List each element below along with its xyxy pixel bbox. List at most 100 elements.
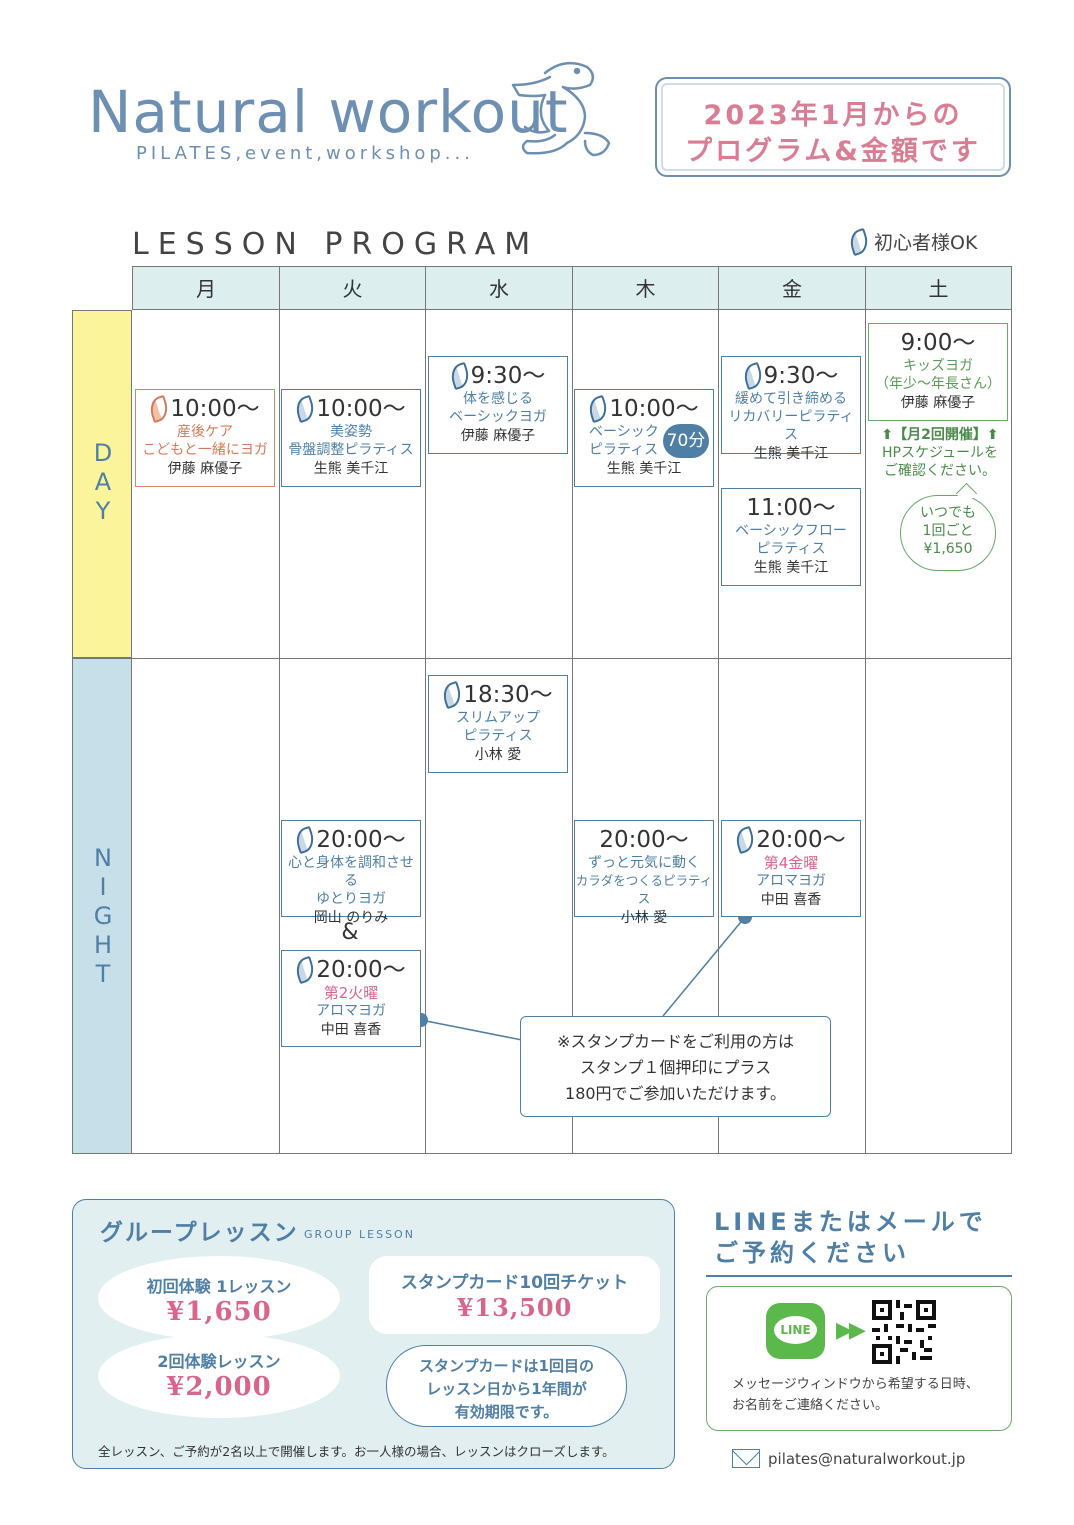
lesson-title: ずっと元気に動く <box>588 855 700 871</box>
stamp-note-line: 180円でご参加いただけます。 <box>565 1084 786 1103</box>
lesson-teacher: 小林 愛 <box>620 910 668 926</box>
validity-line: スタンプカードは1回目の <box>419 1357 594 1375</box>
reservation-instruction-line: メッセージウィンドウから希望する日時、 <box>732 1377 979 1392</box>
stamp-card-note: ※スタンプカードをご利用の方は スタンプ１個押印にプラス 180円でご参加いただ… <box>520 1016 831 1117</box>
day-header-fri: 金 <box>718 266 865 310</box>
leaf-icon <box>733 825 758 855</box>
lesson-teacher: 岡山 のりみ <box>313 910 389 926</box>
lesson-card-thu-day: 10:00〜 ベーシック ピラティス 生熊 美千江 70分 <box>574 389 714 487</box>
lesson-program-title: LESSON PROGRAM <box>132 227 540 262</box>
lesson-time: 9:30〜 <box>470 363 546 389</box>
envelope-icon <box>732 1449 760 1468</box>
lesson-time: 11:00〜 <box>746 495 836 521</box>
leaf-icon <box>293 825 318 855</box>
lesson-time: 20:00〜 <box>316 827 406 853</box>
lesson-teacher: 生熊 美千江 <box>753 446 829 462</box>
day-letter: D <box>93 439 113 467</box>
lesson-teacher: 中田 喜香 <box>320 1022 382 1038</box>
notice-line-1: 2023年1月からの <box>703 100 963 131</box>
line-icon-label: LINE <box>774 1316 817 1344</box>
email-address[interactable]: pilates@naturalworkout.jp <box>768 1449 966 1468</box>
lesson-card-wed-day: 9:30〜 体を感じる ベーシックヨガ 伊藤 麻優子 <box>428 356 568 454</box>
lesson-card-thu-night: 20:00〜 ずっと元気に動く カラダをつくるピラティス 小林 愛 <box>574 820 714 926</box>
lesson-title: ベーシックヨガ <box>449 409 547 425</box>
lesson-teacher: 小林 愛 <box>474 747 522 763</box>
lesson-title: アロマヨガ <box>756 873 826 889</box>
lesson-card-tue-day: 10:00〜 美姿勢 骨盤調整ピラティス 生熊 美千江 <box>281 389 421 487</box>
lesson-teacher: 中田 喜香 <box>760 892 822 908</box>
saturday-note-line: ご確認ください。 <box>884 463 996 479</box>
leaf-icon <box>586 394 611 424</box>
duration-badge: 70分 <box>663 424 709 458</box>
stamp-note-line: ※スタンプカードをご利用の方は <box>557 1032 794 1051</box>
leaf-icon <box>147 394 172 424</box>
grid-divider <box>132 658 1012 659</box>
reservation-title-line: LINEまたはメールで <box>714 1208 987 1236</box>
lesson-title: 緩めて引き締める <box>735 391 847 407</box>
lesson-teacher: 生熊 美千江 <box>753 560 829 576</box>
leaf-icon <box>293 394 318 424</box>
lesson-time: 18:30〜 <box>463 682 553 708</box>
ampersand: & <box>341 920 359 945</box>
grid-divider <box>72 1153 1012 1154</box>
validity-line: レッスン日から1年間が <box>426 1380 587 1398</box>
day-bar: D A Y <box>72 310 132 658</box>
grid-divider <box>572 310 573 1154</box>
price-label: 初回体験 1レッスン <box>146 1277 292 1296</box>
line-app-icon[interactable]: LINE <box>766 1303 825 1359</box>
lesson-title: 産後ケア <box>177 424 233 440</box>
night-letter: N <box>94 844 112 872</box>
lesson-title: こどもと一緒にヨガ <box>142 442 268 458</box>
lesson-time: 20:00〜 <box>599 827 689 853</box>
lesson-time: 20:00〜 <box>756 827 846 853</box>
reservation-title: LINEまたはメールで ご予約ください <box>714 1207 987 1269</box>
qr-code-icon[interactable] <box>872 1300 936 1364</box>
lesson-title: 体を感じる <box>463 391 533 407</box>
lesson-title: ピラティス <box>589 442 659 458</box>
lesson-time: 20:00〜 <box>316 957 406 983</box>
leaf-icon <box>740 361 765 391</box>
lesson-title: カラダをつくるピラティス <box>575 873 713 906</box>
reservation-title-line: ご予約ください <box>714 1239 910 1267</box>
lesson-title: キッズヨガ <box>903 358 973 374</box>
grid-divider <box>718 310 719 1154</box>
lesson-title: リカバリーピラティス <box>728 409 854 443</box>
connector-line <box>662 916 746 1017</box>
group-lesson-title: グループレッスン <box>100 1220 299 1246</box>
lesson-title: ゆとりヨガ <box>316 891 386 907</box>
validity-line: 有効期限です。 <box>454 1403 559 1421</box>
price-value: ¥1,650 <box>166 1297 272 1327</box>
price-label: スタンプカード10回チケット <box>400 1273 629 1293</box>
beginner-label: 初心者様OK <box>874 232 978 254</box>
lesson-teacher: 生熊 美千江 <box>606 461 682 477</box>
day-letter: A <box>94 468 112 496</box>
leaf-icon <box>447 361 472 391</box>
program-notice: 2023年1月からの プログラム&金額です <box>655 77 1011 177</box>
day-header-wed: 水 <box>425 266 572 310</box>
night-letter: G <box>93 902 113 930</box>
night-letter: H <box>93 931 113 959</box>
lesson-title: 骨盤調整ピラティス <box>288 442 414 458</box>
day-header-thu: 木 <box>572 266 718 310</box>
brand-tagline: PILATES,event,workshop... <box>136 143 474 164</box>
lesson-title: スリムアップ <box>456 710 540 726</box>
grid-divider <box>1011 310 1012 1154</box>
day-letter: Y <box>95 497 111 525</box>
saturday-price-bubble: いつでも 1回ごと ¥1,650 <box>900 495 996 571</box>
night-letter: T <box>95 960 111 988</box>
lesson-card-wed-night: 18:30〜 スリムアップ ピラティス 小林 愛 <box>428 675 568 773</box>
leaf-icon <box>440 680 465 710</box>
stamp-card-validity-note: スタンプカードは1回目の レッスン日から1年間が 有効期限です。 <box>386 1345 627 1427</box>
lesson-title: ピラティス <box>463 728 533 744</box>
stamp-card-price-card: スタンプカード10回チケット ¥13,500 <box>369 1256 660 1334</box>
lesson-card-fri-day-2: 11:00〜 ベーシックフロー ピラティス 生熊 美千江 <box>721 488 861 586</box>
email-contact[interactable]: pilates@naturalworkout.jp <box>732 1449 965 1468</box>
lesson-card-tue-night-2: 20:00〜 第2火曜 アロマヨガ 中田 喜香 <box>281 950 421 1047</box>
reservation-instructions: メッセージウィンドウから希望する日時、 お名前をご連絡ください。 <box>732 1374 1002 1416</box>
saturday-note: ⬆【月2回開催】⬆ HPスケジュールを ご確認ください。 <box>872 426 1008 480</box>
divider <box>706 1275 1012 1277</box>
arrow-right-icon: ▶▶ <box>836 1318 866 1343</box>
lesson-card-sat-day: 9:00〜 キッズヨガ （年少〜年長さん） 伊藤 麻優子 <box>868 323 1008 421</box>
lesson-title: アロマヨガ <box>316 1003 386 1019</box>
bubble-line: 1回ごと <box>922 523 974 539</box>
